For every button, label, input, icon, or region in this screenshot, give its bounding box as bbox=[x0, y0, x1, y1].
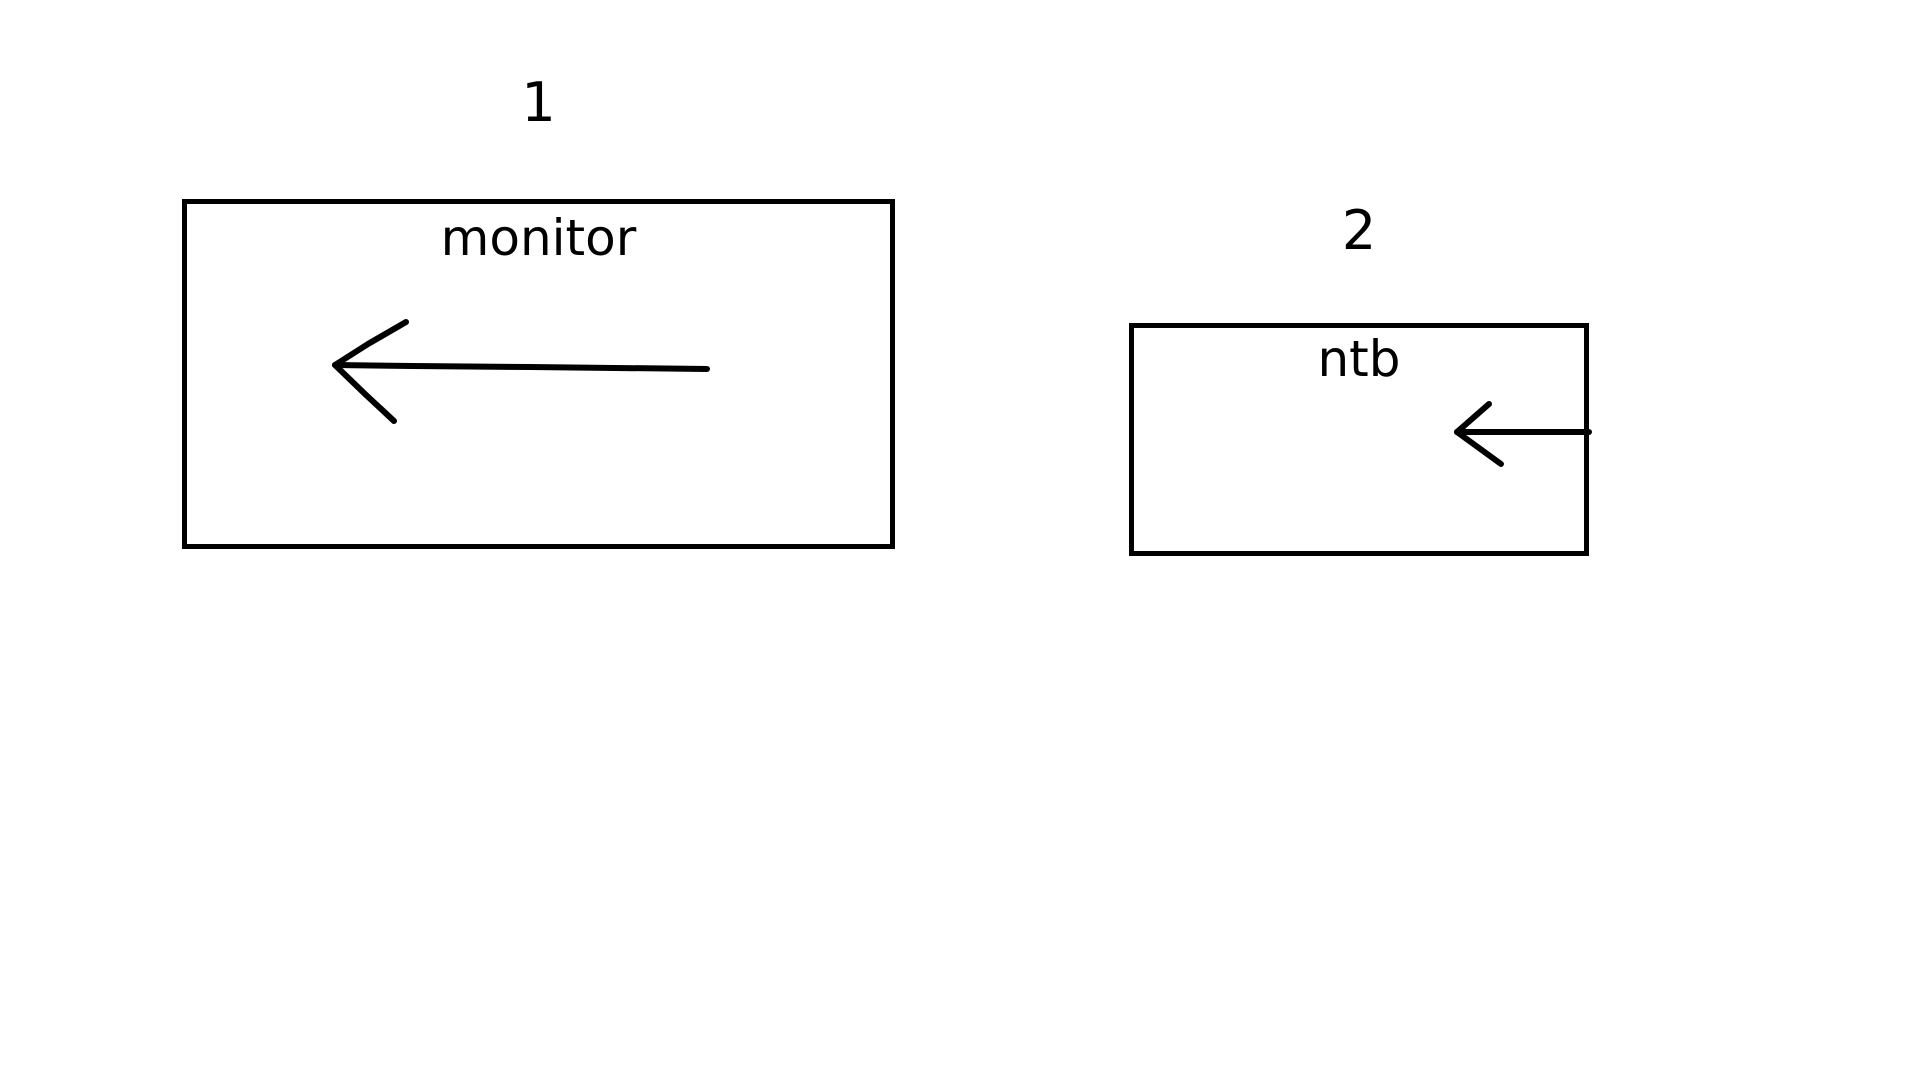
region-1-box bbox=[182, 199, 895, 549]
region-1-number: 1 bbox=[521, 71, 556, 134]
region-1-label: monitor bbox=[440, 209, 637, 267]
region-2-number: 2 bbox=[1341, 199, 1377, 262]
region-2-box bbox=[1129, 323, 1589, 556]
region-2-label: ntb bbox=[1317, 330, 1401, 388]
